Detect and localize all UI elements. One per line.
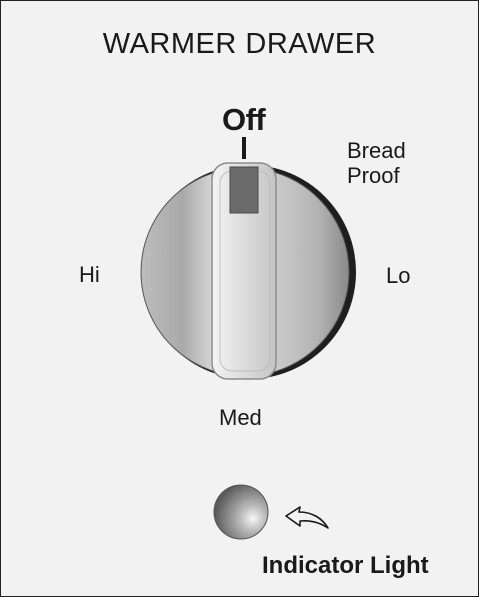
indicator-light [214, 485, 268, 539]
dial-position-lo: Lo [386, 263, 410, 288]
dial-position-med: Med [219, 405, 262, 430]
bread-proof-line1: Bread [347, 138, 406, 163]
dial-position-hi: Hi [79, 262, 100, 287]
indicator-light-label: Indicator Light [262, 552, 429, 580]
dial-pointer [230, 167, 258, 213]
curved-arrow-icon [286, 507, 328, 528]
dial-position-bread-proof: Bread Proof [347, 138, 406, 189]
bread-proof-line2: Proof [347, 163, 406, 188]
off-tick-mark [242, 137, 246, 159]
dial-position-off: Off [222, 102, 265, 138]
